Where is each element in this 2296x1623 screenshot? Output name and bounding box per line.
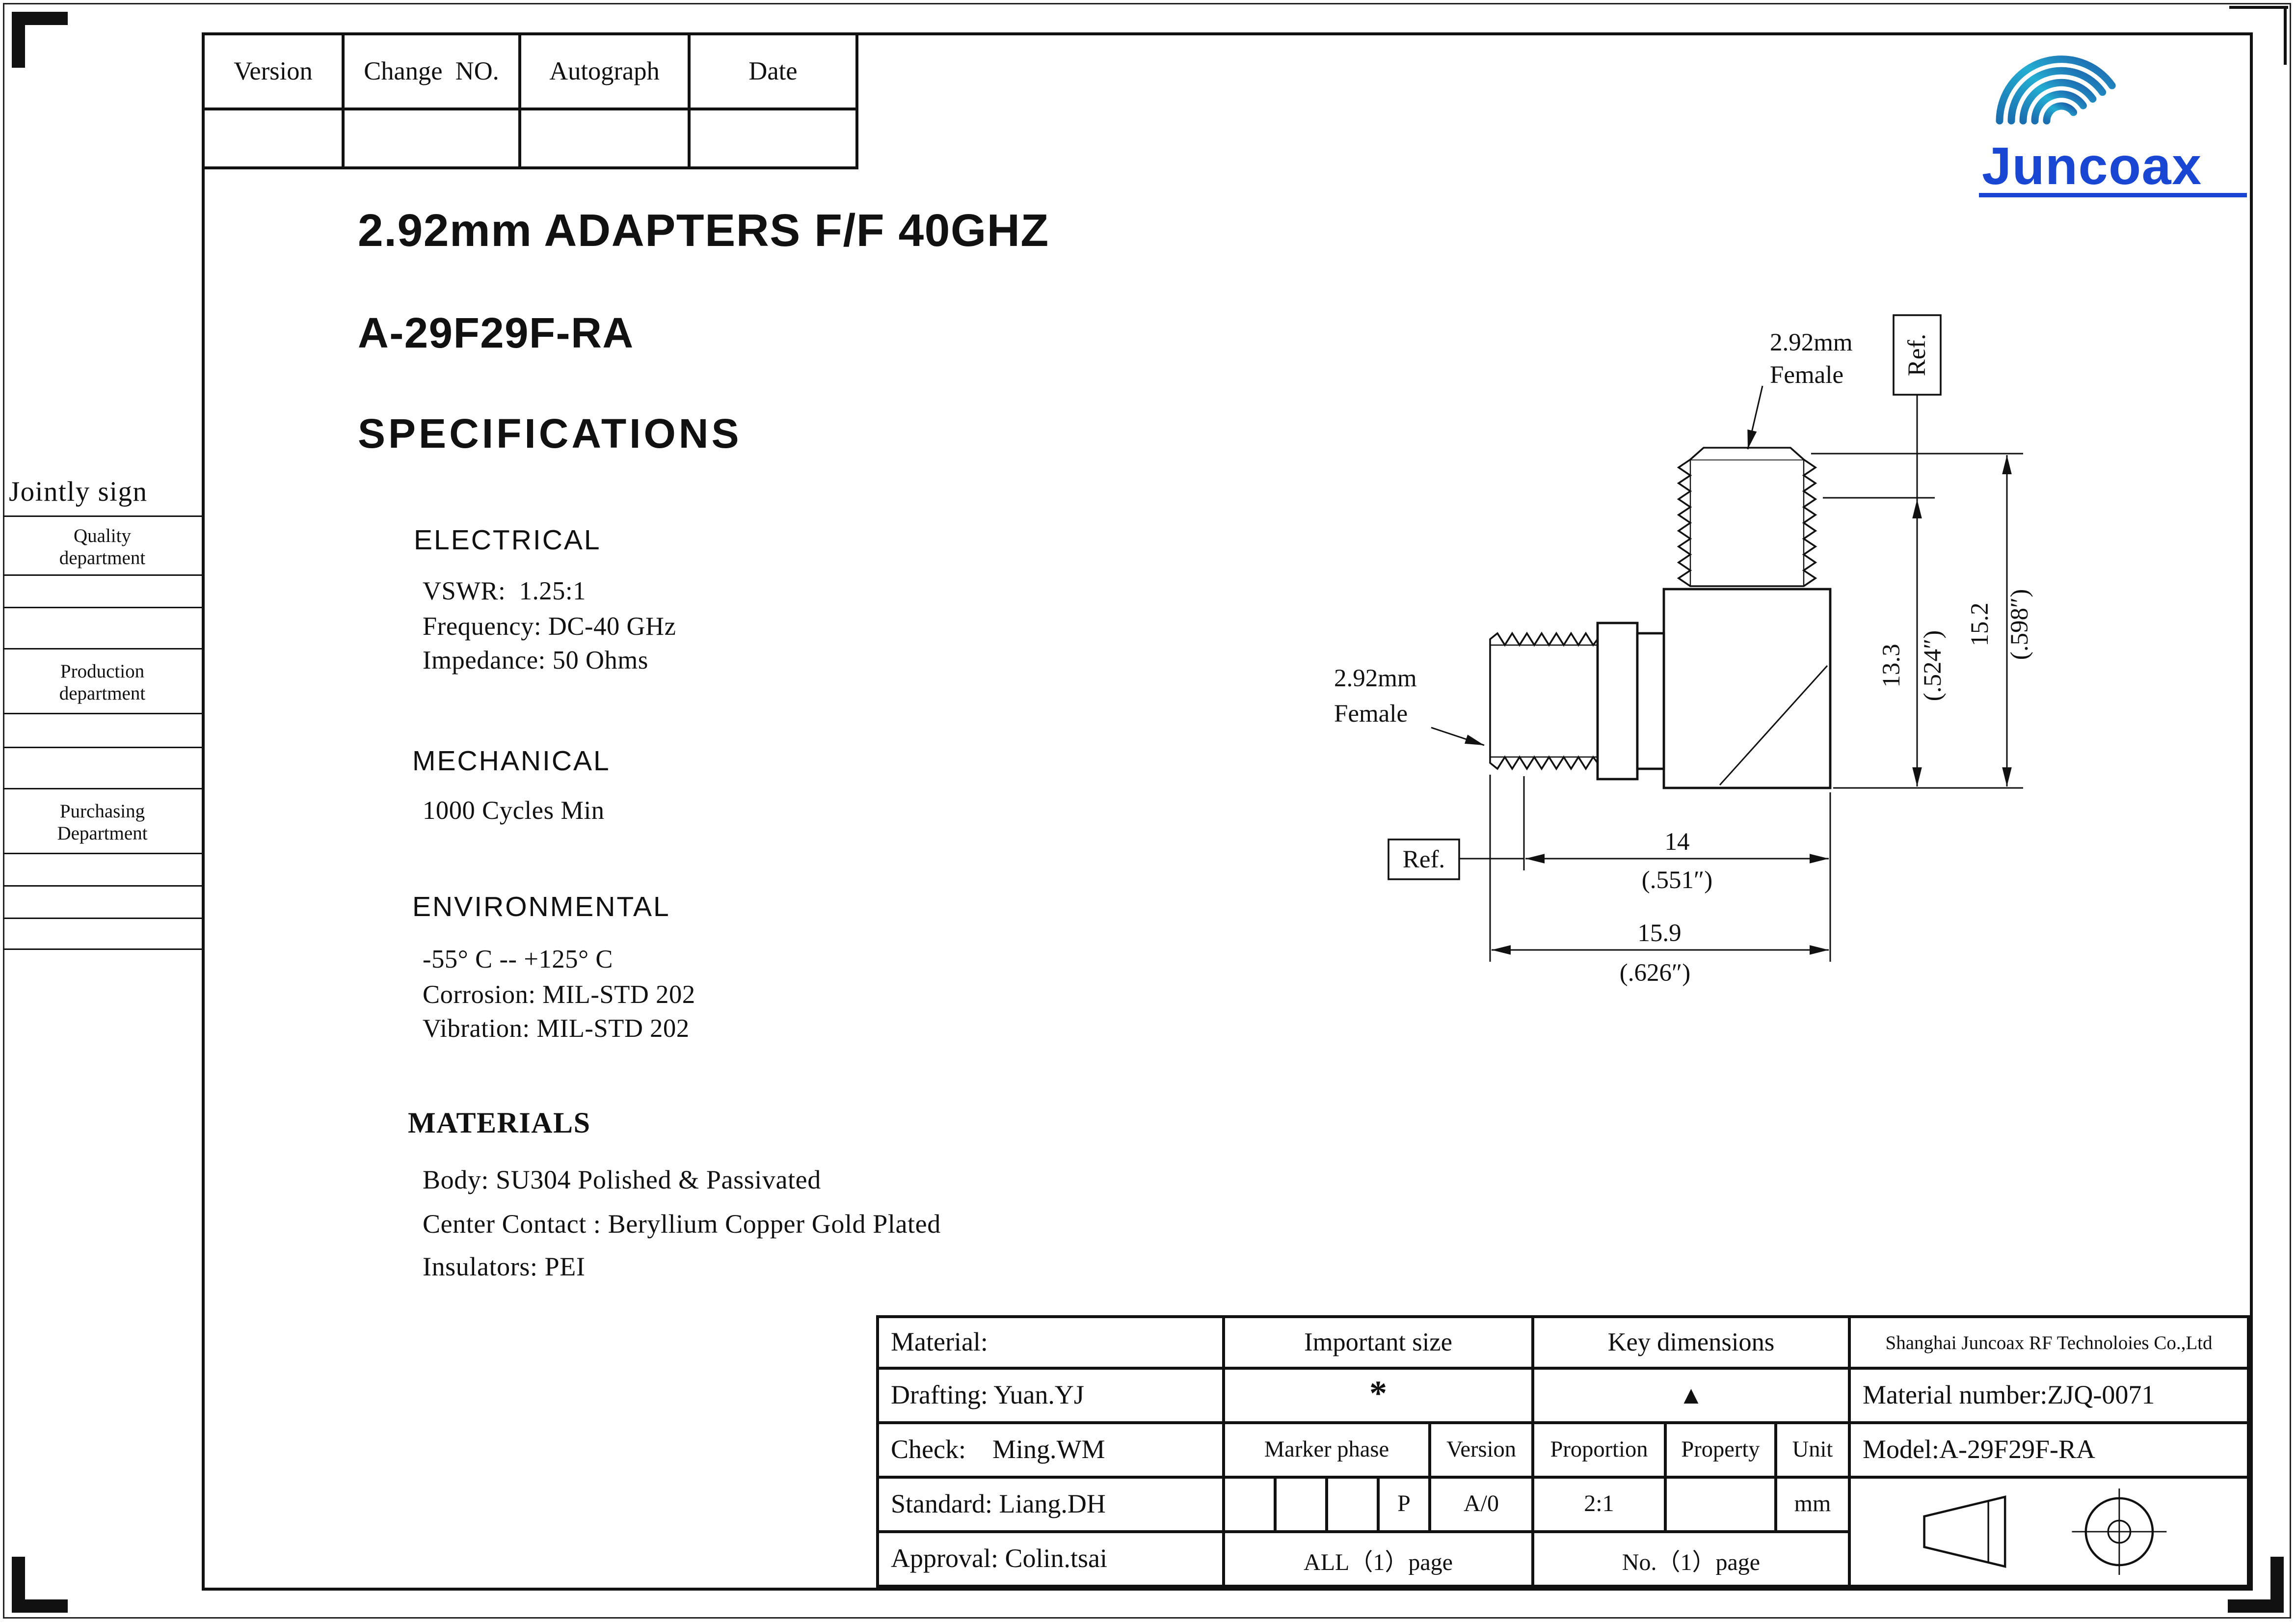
proportion-value: 2:1 <box>1534 1479 1667 1533</box>
corner-mark-bottom-left <box>12 1557 25 1613</box>
check-cell: Check: Ming.WM <box>879 1424 1225 1479</box>
top-connector-label: Female <box>1770 361 1843 389</box>
property-header: Property <box>1667 1424 1777 1479</box>
important-size-mark: * <box>1225 1370 1534 1424</box>
corner-mark-top-right <box>2284 6 2287 65</box>
all-page-cell: ALL（1）page <box>1225 1533 1534 1588</box>
dimension-15-9-inch: (.626″) <box>1620 959 1690 987</box>
material-label: Material: <box>879 1318 1225 1370</box>
version-header: Version <box>1431 1424 1534 1479</box>
ref-label-top: Ref. <box>1903 334 1931 376</box>
revision-header-autograph: Autograph <box>521 35 691 110</box>
sign-row-empty <box>3 854 202 887</box>
environmental-heading: ENVIRONMENTAL <box>412 893 670 923</box>
property-value-empty <box>1667 1479 1777 1533</box>
leader-top-female <box>1747 385 1763 450</box>
page-title: 2.92mm ADAPTERS F/F 40GHZ <box>358 205 1049 256</box>
marker-phase-header: Marker phase <box>1225 1424 1431 1479</box>
ref-box-bottom <box>1388 839 1460 880</box>
ref-box-top <box>1893 314 1942 396</box>
model-number-title: A-29F29F-RA <box>358 311 634 358</box>
revision-cell-empty <box>205 110 345 166</box>
sign-row-empty <box>3 748 202 789</box>
specifications-heading: SPECIFICATIONS <box>358 411 742 457</box>
logo-text: Juncoax <box>1982 136 2202 195</box>
version-value: A/0 <box>1431 1479 1534 1533</box>
corner-mark-top-right <box>2229 6 2288 9</box>
revision-cell-empty <box>345 110 521 166</box>
jointly-sign-label: Jointly sign <box>9 477 148 508</box>
company-name: Shanghai Juncoax RF Technoloies Co.,Ltd <box>1851 1318 2250 1370</box>
revision-header-change-no: Change NO. <box>345 35 521 110</box>
sign-row-empty <box>3 714 202 748</box>
sign-row-production: Production department <box>3 649 202 714</box>
left-connector-label: Female <box>1334 700 1408 728</box>
dimension-13-3: 13.3 <box>1878 644 1905 687</box>
page-border <box>3 3 2291 1619</box>
important-size-header: Important size <box>1225 1318 1534 1370</box>
technical-drawing: Ref. Ref. 2.92mm Female 2.92mm Female 14… <box>1334 314 2033 987</box>
top-connector-label: 2.92mm <box>1770 329 1853 356</box>
revision-cell-empty <box>691 110 855 166</box>
drafting-cell: Drafting: Yuan.YJ <box>879 1370 1225 1424</box>
marker-phase-empty <box>1277 1479 1328 1533</box>
marker-phase-empty <box>1225 1479 1277 1533</box>
sign-row-empty <box>3 608 202 649</box>
first-angle-projection-symbol <box>1922 1488 2166 1575</box>
left-connector-flange <box>1596 622 1639 781</box>
key-dimensions-header: Key dimensions <box>1534 1318 1851 1370</box>
dimension-13-3-inch: (.524″) <box>1919 630 1947 701</box>
marker-phase-p: P <box>1380 1479 1431 1533</box>
mechanical-heading: MECHANICAL <box>412 747 611 778</box>
ref-label-bottom: Ref. <box>1403 846 1445 873</box>
key-dimension-mark: ▲ <box>1534 1370 1851 1424</box>
dimension-15-9: 15.9 <box>1637 920 1681 947</box>
sign-row-quality: Quality department <box>3 517 202 576</box>
mechanical-lines: 1000 Cycles Min <box>423 795 605 825</box>
revision-cell-empty <box>521 110 691 166</box>
juncoax-logo: Juncoax <box>1979 55 2247 197</box>
adapter-body <box>1662 588 1832 789</box>
environmental-lines: -55° C -- +125° C Corrosion: MIL-STD 202… <box>423 944 695 1043</box>
left-connector-label: 2.92mm <box>1334 665 1417 692</box>
sign-row-purchasing: Purchasing Department <box>3 789 202 854</box>
title-block: Material: Important size Key dimensions … <box>876 1315 2253 1591</box>
electrical-heading: ELECTRICAL <box>414 526 601 557</box>
model-cell: Model:A-29F29F-RA <box>1851 1424 2250 1479</box>
corner-mark-top-left <box>12 12 25 68</box>
top-connector-threads <box>1677 459 1817 587</box>
logo-underline <box>1979 193 2247 197</box>
materials-heading: MATERIALS <box>408 1108 591 1140</box>
unit-value: mm <box>1777 1479 1851 1533</box>
logo-wave-icon <box>1996 55 2116 125</box>
sign-row-empty <box>3 887 202 919</box>
materials-lines: Body: SU304 Polished & Passivated Center… <box>423 1165 941 1281</box>
dimension-14-inch: (.551″) <box>1642 866 1712 894</box>
jointly-sign-table: Quality department Production department… <box>3 515 202 950</box>
revision-header-date: Date <box>691 35 855 110</box>
no-page-cell: No.（1）page <box>1534 1533 1851 1588</box>
standard-cell: Standard: Liang.DH <box>879 1479 1225 1533</box>
electrical-lines: VSWR: 1.25:1 Frequency: DC-40 GHz Impeda… <box>423 576 676 675</box>
dimension-15-2: 15.2 <box>1966 602 1994 646</box>
unit-header: Unit <box>1777 1424 1851 1479</box>
projection-symbol-cell <box>1851 1479 2250 1588</box>
corner-mark-bottom-right <box>2270 1557 2284 1613</box>
approval-cell: Approval: Colin.tsai <box>879 1533 1225 1588</box>
body-chamfer-line <box>1719 665 1828 786</box>
leader-left-female <box>1431 727 1485 746</box>
left-connector-collar <box>1636 632 1665 770</box>
marker-phase-empty <box>1328 1479 1380 1533</box>
top-connector-chamfer <box>1689 447 1805 460</box>
sign-row-empty <box>3 576 202 608</box>
revision-header-version: Version <box>205 35 345 110</box>
proportion-header: Proportion <box>1534 1424 1667 1479</box>
dimension-14: 14 <box>1665 828 1690 856</box>
left-connector-threads <box>1489 631 1599 771</box>
revision-table: Version Change NO. Autograph Date <box>202 32 858 169</box>
sign-row-empty <box>3 919 202 950</box>
dimension-15-2-inch: (.598″) <box>2006 589 2033 660</box>
material-number-cell: Material number:ZJQ-0071 <box>1851 1370 2250 1424</box>
